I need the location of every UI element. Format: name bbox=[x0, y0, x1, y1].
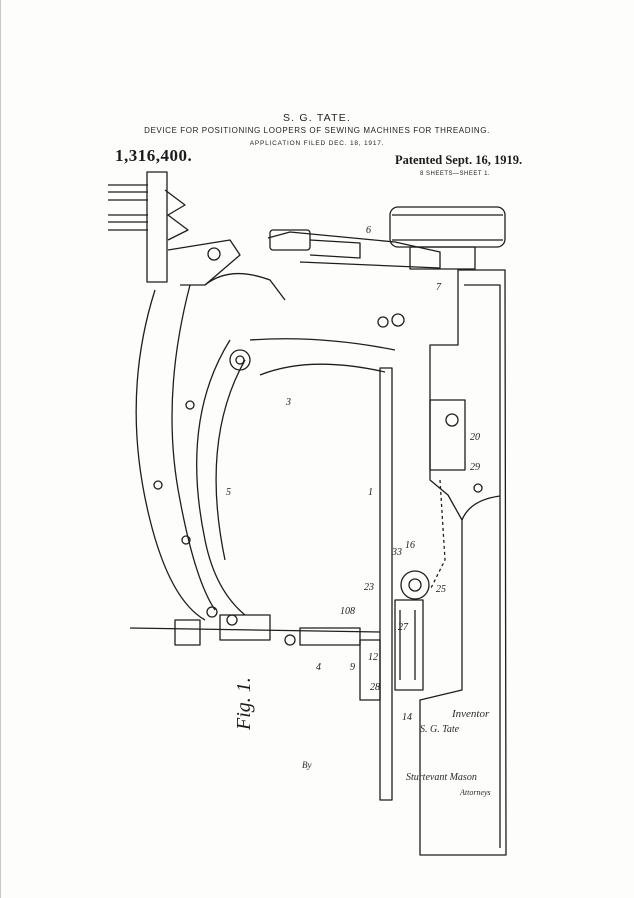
ref-numeral: 27 bbox=[398, 622, 409, 633]
ref-numeral: 4 bbox=[316, 662, 321, 673]
inventor-name-heading: S. G. TATE. bbox=[282, 112, 352, 124]
reference-numerals: 6 7 3 5 1 20 29 33 16 25 23 27 8 10 9 12… bbox=[226, 225, 480, 723]
figure-label: Fig. 1. bbox=[233, 677, 255, 731]
patented-date: Patented Sept. 16, 1919. bbox=[395, 153, 523, 167]
ref-numeral: 16 bbox=[405, 540, 415, 551]
ref-numeral: 5 bbox=[226, 487, 231, 498]
pivot-studs bbox=[153, 313, 483, 545]
attorneys-caption: Attorneys bbox=[460, 788, 491, 797]
ref-numeral: 10 bbox=[340, 606, 350, 617]
ref-numeral: 25 bbox=[436, 584, 446, 595]
attorneys-signature: Sturtevant Mason bbox=[406, 772, 477, 783]
upper-arm bbox=[267, 229, 441, 269]
ref-numeral: 6 bbox=[366, 225, 371, 236]
ref-numeral: 8 bbox=[350, 606, 355, 617]
c-frame bbox=[135, 272, 396, 621]
sheet-count: 8 SHEETS—SHEET 1. bbox=[420, 171, 491, 177]
ref-numeral: 33 bbox=[391, 547, 402, 558]
patent-number: 1,316,400. bbox=[115, 146, 193, 165]
page-edge bbox=[0, 0, 1, 898]
hand-wheel bbox=[389, 206, 506, 270]
inventor-caption: Inventor bbox=[452, 708, 490, 720]
patent-title: DEVICE FOR POSITIONING LOOPERS OF SEWING… bbox=[144, 126, 490, 135]
application-filed-date: APPLICATION FILED DEC. 18, 1917. bbox=[249, 140, 385, 147]
inventor-signature: S. G. Tate bbox=[420, 724, 460, 735]
by-label: By bbox=[302, 760, 312, 770]
tension-assembly bbox=[108, 171, 241, 286]
ref-numeral: 9 bbox=[350, 662, 355, 673]
ref-numeral: 14 bbox=[402, 712, 412, 723]
ref-numeral: 1 bbox=[368, 487, 373, 498]
needle-plate bbox=[359, 367, 466, 801]
ref-numeral: 12 bbox=[368, 652, 378, 663]
presser-bar bbox=[129, 606, 381, 646]
machine-bed bbox=[419, 269, 507, 856]
ref-numeral: 28 bbox=[370, 682, 380, 693]
ref-numeral: 3 bbox=[285, 397, 291, 408]
ref-numeral: 7 bbox=[436, 282, 442, 293]
ref-numeral: 20 bbox=[470, 432, 480, 443]
ref-numeral: 23 bbox=[364, 582, 374, 593]
ref-numeral: 29 bbox=[470, 462, 480, 473]
